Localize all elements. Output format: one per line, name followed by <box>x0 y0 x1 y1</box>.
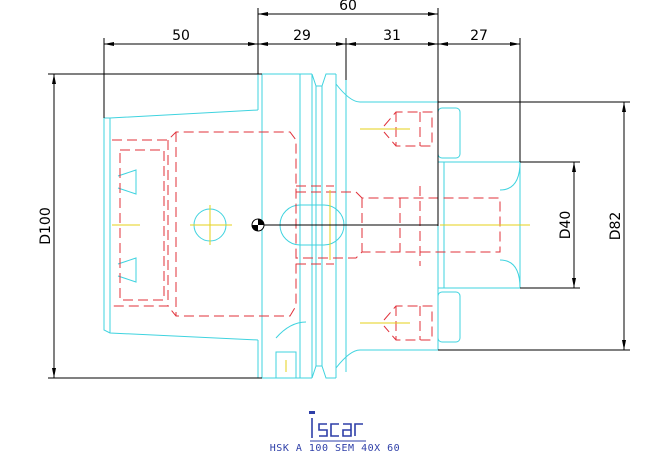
dim-taper-length: 50 <box>172 28 190 44</box>
holder-outline <box>103 73 521 379</box>
dim-body-diameter: D82 <box>608 212 624 241</box>
iscar-logo <box>309 411 366 442</box>
hidden-lines <box>112 111 501 341</box>
dim-bore-diameter: D40 <box>558 211 574 240</box>
dimension-lines <box>48 8 630 379</box>
taper-outline <box>103 109 259 341</box>
reference-point <box>251 218 265 232</box>
drawing-caption: HSK A 100 SEM 40X 60 <box>269 443 401 454</box>
dim-body-length: 31 <box>383 28 401 44</box>
dim-taper-diameter: D100 <box>38 207 54 245</box>
dim-total-length: 60 <box>339 0 357 14</box>
center-lines <box>112 128 530 372</box>
v-groove <box>311 73 336 87</box>
arrowheads <box>52 12 626 378</box>
dim-bore-depth: 27 <box>470 28 488 44</box>
dim-flange-length: 29 <box>293 28 311 44</box>
